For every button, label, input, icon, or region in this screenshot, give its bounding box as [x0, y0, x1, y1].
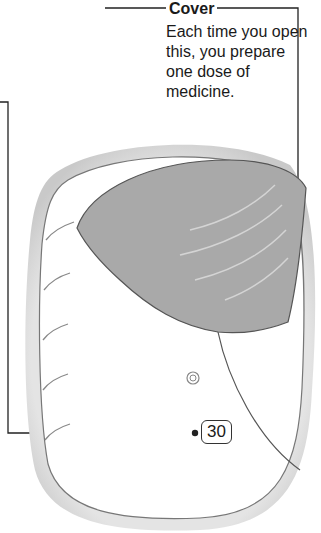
dose-counter: 30	[201, 420, 232, 444]
seam	[218, 332, 300, 470]
leader-dot	[192, 430, 198, 436]
cover	[77, 160, 306, 333]
button	[187, 372, 199, 384]
cover-ridges	[180, 185, 288, 300]
grip-ridges	[43, 222, 74, 440]
inhaler-shadow	[25, 145, 315, 531]
counter-number: 30	[207, 422, 226, 441]
callout-text: Each time you open this, you prepare one…	[166, 22, 316, 102]
part-name: Cover	[166, 0, 217, 18]
button	[190, 375, 196, 381]
